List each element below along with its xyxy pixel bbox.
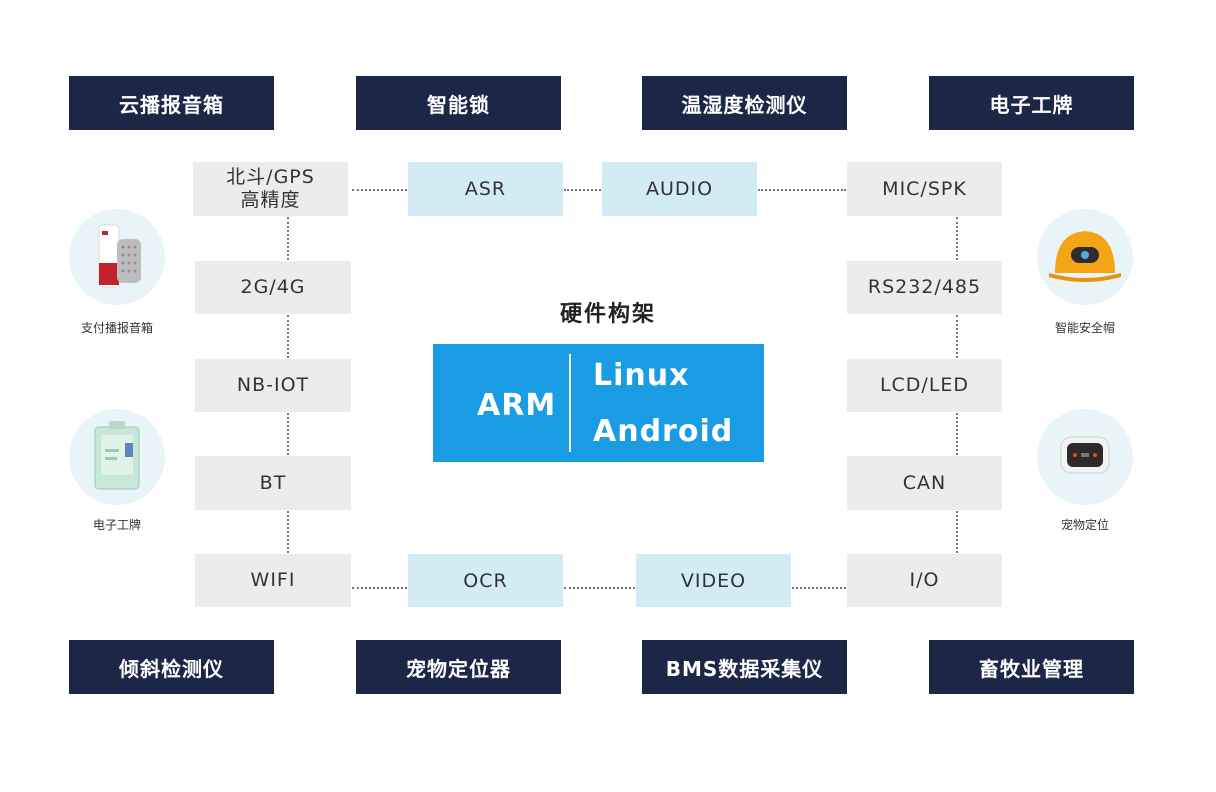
connector	[792, 587, 846, 589]
speaker-product-icon	[69, 209, 165, 305]
architecture-core-box: ARM Linux Android	[433, 344, 764, 462]
connector	[352, 189, 407, 191]
os-label-linux: Linux	[593, 358, 690, 393]
product-caption-pet-tracker: 宠物定位	[1060, 518, 1109, 532]
category-top-speaker: 云播报音箱	[69, 76, 274, 130]
product-caption-speaker: 支付播报音箱	[80, 321, 153, 335]
connector	[564, 189, 601, 191]
connector	[956, 217, 958, 260]
module-wifi: WIFI	[195, 554, 351, 607]
category-top-thermo-hygrometer: 温湿度检测仪	[642, 76, 847, 130]
connector	[956, 511, 958, 553]
module-asr: ASR	[408, 162, 563, 216]
architecture-title: 硬件构架	[559, 302, 656, 327]
product-caption-e-badge: 电子工牌	[92, 518, 141, 532]
module-video: VIDEO	[636, 554, 791, 607]
module-mic-spk: MIC/SPK	[847, 162, 1002, 216]
connector	[287, 217, 289, 260]
badge-product-icon	[69, 409, 165, 505]
category-bottom-bms-collector: BMS数据采集仪	[642, 640, 847, 694]
connector	[287, 413, 289, 455]
os-label-android: Android	[593, 414, 734, 449]
cpu-label: ARM	[477, 388, 557, 423]
product-caption-helmet: 智能安全帽	[1054, 321, 1115, 335]
module-2g-4g: 2G/4G	[195, 261, 351, 314]
connector	[758, 189, 846, 191]
category-bottom-livestock: 畜牧业管理	[929, 640, 1134, 694]
module-ocr: OCR	[408, 554, 563, 607]
connector	[287, 315, 289, 358]
module-bt: BT	[195, 456, 351, 510]
category-top-e-badge: 电子工牌	[929, 76, 1134, 130]
helmet-product-icon	[1037, 209, 1133, 305]
core-divider	[569, 354, 571, 452]
module-gnss: 北斗/GPS 高精度	[193, 162, 348, 216]
connector	[287, 511, 289, 553]
category-bottom-pet-locator: 宠物定位器	[356, 640, 561, 694]
module-nb-iot: NB-IOT	[195, 359, 351, 412]
module-audio: AUDIO	[602, 162, 757, 216]
pet-tracker-product-icon	[1037, 409, 1133, 505]
module-lcd-led: LCD/LED	[847, 359, 1002, 412]
category-top-smart-lock: 智能锁	[356, 76, 561, 130]
connector	[956, 315, 958, 358]
connector	[352, 587, 407, 589]
module-can: CAN	[847, 456, 1002, 510]
connector	[956, 413, 958, 455]
connector	[564, 587, 635, 589]
category-bottom-tilt-detector: 倾斜检测仪	[69, 640, 274, 694]
module-rs232-485: RS232/485	[847, 261, 1002, 314]
module-io: I/O	[847, 554, 1002, 607]
